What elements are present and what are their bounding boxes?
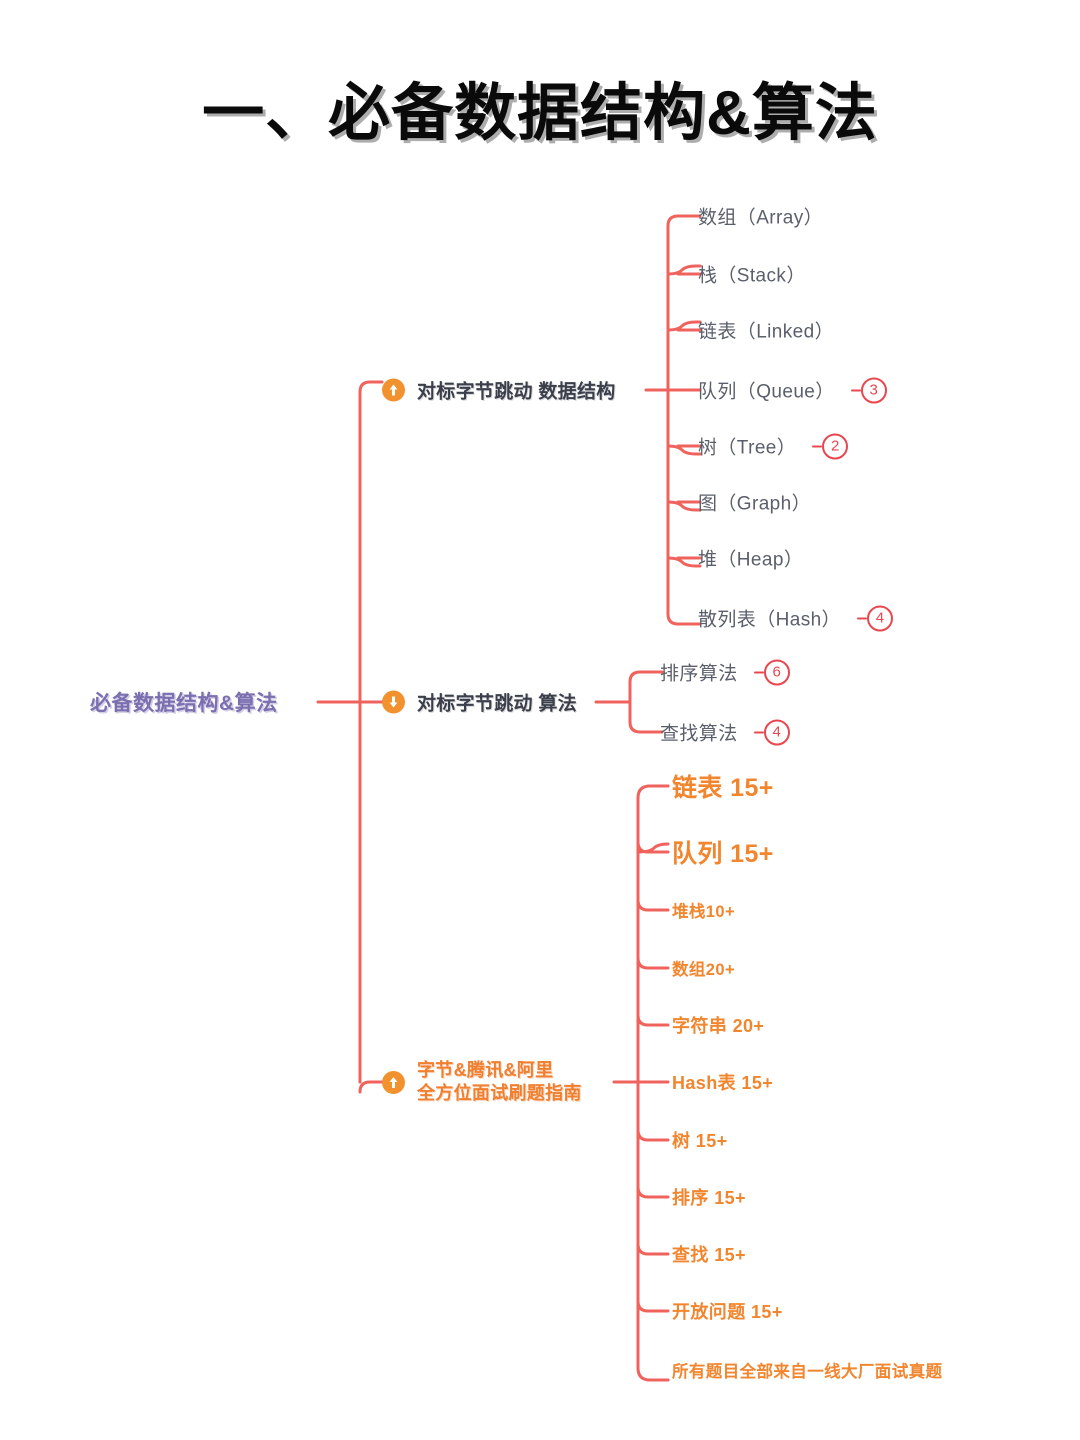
root-node[interactable]: 必备数据结构&算法 — [90, 692, 278, 715]
leaf-label: 栈（Stack） — [698, 265, 806, 287]
count-badge: 3 — [850, 377, 887, 403]
count-badge: 4 — [856, 605, 893, 631]
leaf-item[interactable]: 栈（Stack） — [698, 261, 806, 288]
count-value: 4 — [866, 605, 893, 631]
leaf-label: 堆（Heap） — [698, 549, 804, 571]
arrow-down-circle-icon — [382, 690, 405, 714]
leaf-item[interactable]: 队列（Queue） 3 — [698, 377, 887, 404]
branch-node-algorithms[interactable]: 对标字节跳动 算法 — [382, 689, 577, 716]
count-value: 3 — [860, 377, 887, 403]
arrow-up-circle-icon — [382, 378, 405, 402]
leaf-label: 开放问题 15+ — [672, 1302, 783, 1322]
leaf-item[interactable]: 排序算法 6 — [660, 659, 790, 686]
leaf-item[interactable]: 散列表（Hash） 4 — [698, 605, 893, 632]
leaf-label: 树 15+ — [672, 1131, 728, 1151]
count-badge: 4 — [753, 719, 790, 745]
count-dash — [850, 389, 861, 391]
leaf-label: Hash表 15+ — [672, 1073, 774, 1093]
count-dash — [753, 671, 764, 673]
count-badge: 2 — [812, 433, 849, 459]
leaf-label: 数组20+ — [672, 961, 735, 979]
leaf-item[interactable]: 排序 15+ — [672, 1184, 746, 1210]
leaf-label: 链表 15+ — [672, 774, 774, 802]
leaf-item[interactable]: 图（Graph） — [698, 489, 811, 516]
leaf-item[interactable]: 堆（Heap） — [698, 545, 803, 572]
arrow-up-circle-icon — [382, 1070, 405, 1094]
branch-label: 对标字节跳动 数据结构 — [417, 381, 616, 403]
count-dash — [753, 731, 764, 733]
page-title: 一、必备数据结构&算法 — [202, 79, 878, 148]
leaf-label: 排序算法 — [660, 663, 738, 685]
leaf-item[interactable]: 字符串 20+ — [672, 1012, 764, 1038]
leaf-label: 树（Tree） — [698, 437, 797, 459]
leaf-item[interactable]: Hash表 15+ — [672, 1069, 773, 1095]
leaf-item[interactable]: 查找 15+ — [672, 1241, 746, 1267]
count-badge: 6 — [753, 659, 790, 685]
leaf-item[interactable]: 链表 15+ — [672, 768, 774, 804]
leaf-item[interactable]: 队列 15+ — [672, 834, 774, 870]
branch-label: 对标字节跳动 算法 — [417, 693, 577, 715]
leaf-label: 链表（Linked） — [698, 321, 834, 343]
leaf-label: 散列表（Hash） — [698, 609, 841, 631]
count-value: 6 — [763, 659, 790, 685]
leaf-label: 排序 15+ — [672, 1188, 746, 1208]
leaf-label: 队列（Queue） — [698, 381, 835, 403]
leaf-label: 字符串 20+ — [672, 1016, 765, 1036]
count-value: 4 — [763, 719, 790, 745]
count-dash — [856, 617, 867, 619]
leaf-label: 队列 15+ — [672, 840, 774, 868]
leaf-label: 数组（Array） — [698, 207, 823, 229]
leaf-label: 查找 15+ — [672, 1245, 746, 1265]
leaf-label: 查找算法 — [660, 723, 738, 745]
leaf-item[interactable]: 树 15+ — [672, 1127, 728, 1153]
count-value: 2 — [822, 433, 849, 459]
branch-node-interview-guide[interactable]: 字节&腾讯&阿里 全方位面试刷题指南 — [382, 1059, 582, 1105]
leaf-item[interactable]: 查找算法 4 — [660, 719, 790, 746]
leaf-item[interactable]: 堆栈10+ — [672, 898, 735, 922]
leaf-item[interactable]: 数组20+ — [672, 956, 735, 980]
leaf-label: 图（Graph） — [698, 493, 812, 515]
leaf-label: 堆栈10+ — [672, 903, 735, 921]
leaf-item[interactable]: 所有题目全部来自一线大厂面试真题 — [672, 1358, 942, 1382]
leaf-item[interactable]: 数组（Array） — [698, 203, 823, 230]
count-dash — [812, 445, 823, 447]
leaf-label: 所有题目全部来自一线大厂面试真题 — [672, 1363, 943, 1381]
leaf-item[interactable]: 链表（Linked） — [698, 317, 834, 344]
branch-node-data-structure[interactable]: 对标字节跳动 数据结构 — [382, 377, 616, 404]
branch-label: 字节&腾讯&阿里 全方位面试刷题指南 — [417, 1059, 582, 1103]
leaf-item[interactable]: 树（Tree） 2 — [698, 433, 849, 460]
leaf-item[interactable]: 开放问题 15+ — [672, 1298, 783, 1324]
